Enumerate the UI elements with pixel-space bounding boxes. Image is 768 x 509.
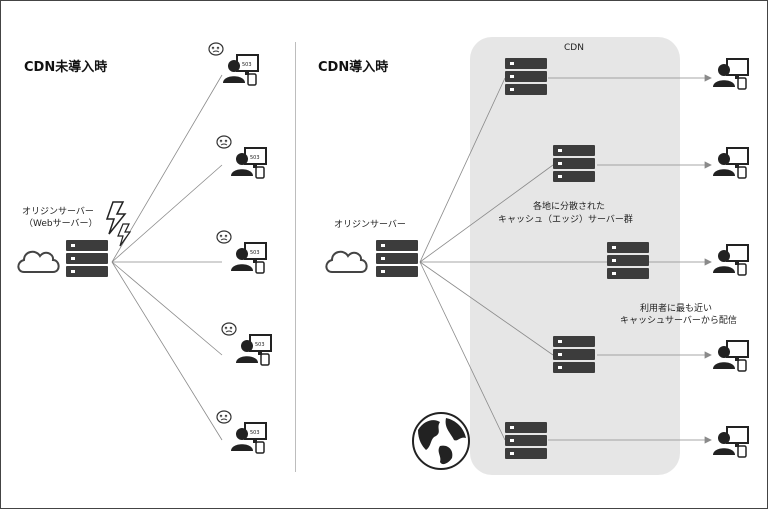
user-computer-icon [712, 426, 749, 458]
client-screen-text: 503 [255, 342, 265, 348]
server-stack-icon [553, 145, 595, 182]
right-user-1 [712, 58, 749, 90]
left-user-3: 503 [216, 230, 267, 274]
panel-divider [295, 42, 296, 472]
client-screen-text: 503 [250, 250, 260, 256]
user-computer-icon [235, 334, 272, 366]
server-stack-icon [607, 242, 649, 279]
error-face-icon [221, 322, 237, 336]
edge-server-1 [505, 58, 547, 95]
left-link-5 [111, 261, 223, 441]
right-link-4 [419, 261, 554, 356]
origin-label-line2: （Webサーバー） [24, 219, 98, 229]
right-link-5 [419, 261, 506, 441]
server-stack-icon [553, 336, 595, 373]
user-computer-icon [712, 340, 749, 372]
edge-server-2 [553, 145, 595, 182]
left-origin-server [17, 240, 108, 277]
error-face-icon [216, 135, 232, 149]
server-stack-icon [376, 240, 418, 277]
left-user-2: 503 [216, 135, 267, 179]
user-computer-icon [712, 244, 749, 276]
globe-icon [412, 412, 470, 470]
user-computer-icon [230, 422, 267, 454]
right-user-3 [712, 244, 749, 276]
user-computer-icon [230, 147, 267, 179]
user-computer-icon [712, 147, 749, 179]
left-link-1 [111, 74, 223, 263]
right-user-2 [712, 147, 749, 179]
right-link-2 [419, 164, 554, 263]
left-link-2 [111, 164, 223, 263]
client-screen-text: 503 [242, 62, 252, 68]
right-user-4 [712, 340, 749, 372]
client-screen-text: 503 [250, 430, 260, 436]
right-origin-server [325, 240, 418, 277]
lightning-bolt-icon [105, 201, 132, 247]
right-link-1 [419, 77, 506, 263]
error-face-icon [216, 230, 232, 244]
origin-label-line1: オリジンサーバー [22, 207, 94, 217]
cloud-icon [325, 250, 368, 273]
error-face-icon [208, 42, 224, 56]
edge-server-3 [607, 242, 649, 279]
left-user-1: 503 [208, 42, 259, 86]
user-computer-icon [712, 58, 749, 90]
edge-server-4 [553, 336, 595, 373]
server-stack-icon [505, 422, 547, 459]
server-stack-icon [66, 240, 108, 277]
error-face-icon [216, 410, 232, 424]
cdn-zone-label: CDN [564, 43, 584, 53]
server-stack-icon [505, 58, 547, 95]
cloud-icon [17, 250, 60, 273]
edge-server-5 [505, 422, 547, 459]
client-screen-text: 503 [250, 155, 260, 161]
right-panel-title: CDN導入時 [318, 60, 389, 75]
right-origin-label: オリジンサーバー [334, 220, 406, 230]
edge-label-line2: キャッシュ（エッジ）サーバー群 [498, 215, 633, 225]
left-link-4 [111, 261, 223, 356]
left-user-4: 503 [221, 322, 272, 366]
user-computer-icon [230, 242, 267, 274]
nearest-label-line1: 利用者に最も近い [640, 304, 713, 314]
left-panel-title: CDN未導入時 [24, 60, 108, 75]
nearest-label-line2: キャッシュサーバーから配信 [620, 316, 737, 326]
edge-label-line1: 各地に分散された [533, 202, 606, 212]
left-user-5: 503 [216, 410, 267, 454]
user-computer-icon [222, 54, 259, 86]
right-user-5 [712, 426, 749, 458]
